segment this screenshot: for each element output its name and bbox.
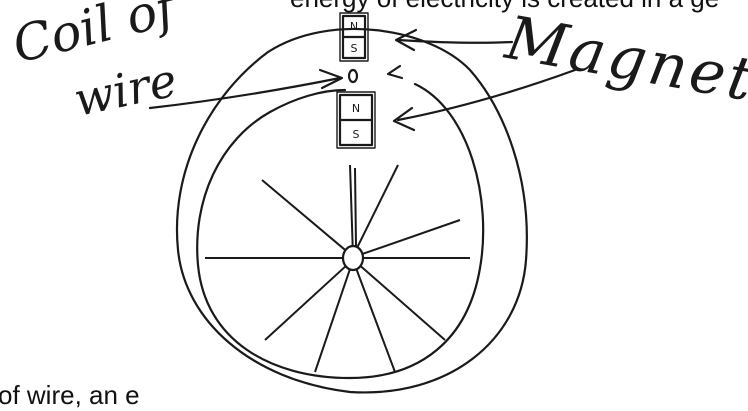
generator-diagram: energy of electricity is created in a ge… [0,0,748,398]
wheel-spoke [357,165,398,247]
wheel-spoke [362,220,460,254]
wheel-hub [343,246,363,270]
wheel-spoke [262,180,345,250]
upper-magnet-pole-bottom: S [351,42,358,55]
wheel-spoke [315,269,350,372]
wheel-spoke [350,165,353,246]
wheel-spokes [205,165,470,372]
upper-magnet-pole-top: N [350,20,358,33]
arrow-magnets-upper [396,30,512,50]
lower-magnet-pole-top: N [352,102,360,115]
wheel-spoke [265,266,346,340]
coil-of-wire [349,70,357,82]
wheel-spoke [356,269,395,372]
lower-magnet-pole-bottom: S [353,128,360,141]
wheel-spoke [360,266,445,340]
arrow-coil-right [388,66,402,78]
wheel-spoke [355,168,356,246]
